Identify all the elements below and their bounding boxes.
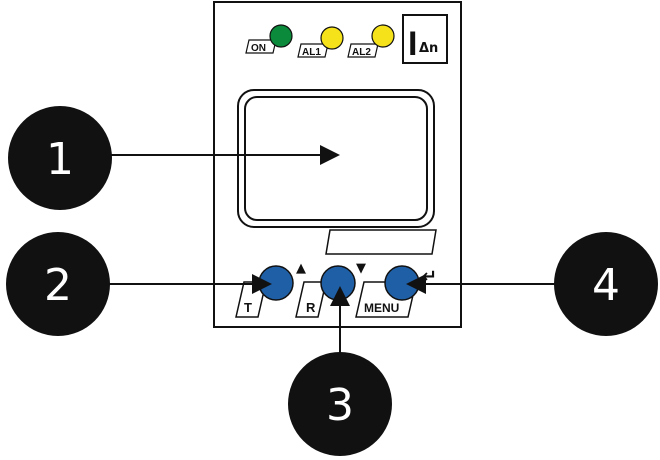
callout-1-number: 1 <box>46 134 74 185</box>
led-al2: AL2 <box>347 24 395 58</box>
led-al1-indicator <box>320 26 344 50</box>
callout-4: 4 <box>554 232 658 336</box>
led-al1-label: AL1 <box>302 47 321 58</box>
reset-button-label: R <box>306 300 316 315</box>
reset-button[interactable]: R ▼ <box>295 261 366 318</box>
callout-4-number: 4 <box>592 260 620 311</box>
residual-current-symbol: I Δn <box>402 14 448 64</box>
test-button-label: T <box>244 300 252 315</box>
symbol-i: I <box>408 25 417 63</box>
led-on-label: ON <box>251 43 266 54</box>
callout-1: 1 <box>8 106 112 210</box>
led-al2-label: AL2 <box>352 47 371 58</box>
led-on-indicator <box>269 24 293 48</box>
callout-2: 2 <box>6 232 110 336</box>
reset-button-key[interactable] <box>320 265 356 301</box>
led-al1: AL1 <box>297 26 344 58</box>
lcd-display <box>237 89 435 228</box>
led-al2-indicator <box>371 24 395 48</box>
menu-button-label: MENU <box>364 301 399 315</box>
symbol-delta-n: Δn <box>419 41 438 56</box>
callout-2-number: 2 <box>44 260 72 311</box>
callout-3-number: 3 <box>326 380 354 431</box>
callout-3: 3 <box>288 352 392 456</box>
label-strip <box>325 229 437 255</box>
led-on: ON <box>245 24 293 54</box>
up-arrow-icon: ▲ <box>296 261 306 276</box>
down-arrow-icon: ▼ <box>356 261 366 276</box>
